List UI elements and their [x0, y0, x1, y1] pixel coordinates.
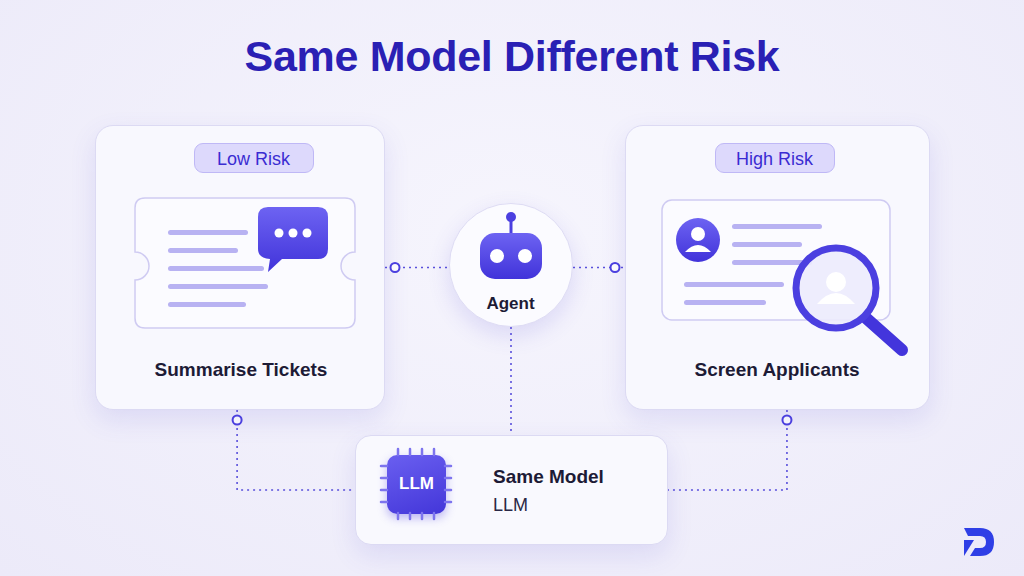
- model-label: Same Model: [493, 466, 663, 488]
- agent-label: Agent: [450, 294, 571, 314]
- dotted-connector: [510, 327, 512, 435]
- chip-icon: LLM: [387, 455, 446, 514]
- card-label: Summarise Tickets: [96, 359, 386, 381]
- diagram-title: Same Model Different Risk: [0, 32, 1024, 81]
- connector-dot: [782, 416, 791, 425]
- dotted-connector: [237, 410, 355, 490]
- use-case-card: Summarise Tickets Low Risk: [95, 125, 385, 410]
- chip-pins: [381, 449, 451, 519]
- dotted-connector: [668, 410, 787, 490]
- agent-circle: Agent: [449, 203, 573, 327]
- connector-dot: [611, 263, 620, 272]
- dotted-connector: [573, 267, 625, 269]
- chip-label: LLM: [387, 474, 446, 494]
- use-case-card: Screen Applicants High Risk: [625, 125, 930, 410]
- card-label: Screen Applicants: [626, 359, 928, 381]
- risk-label: High Risk: [716, 149, 833, 170]
- risk-badge: Low Risk: [194, 143, 314, 173]
- risk-badge: High Risk: [715, 143, 835, 173]
- model-box: Same ModelLLMLLM: [355, 435, 668, 545]
- brand-logo: [964, 528, 994, 556]
- connector-dot: [233, 416, 242, 425]
- risk-label: Low Risk: [195, 149, 312, 170]
- model-sublabel: LLM: [493, 495, 663, 516]
- connector-dot: [391, 263, 400, 272]
- dotted-connector: [385, 267, 449, 269]
